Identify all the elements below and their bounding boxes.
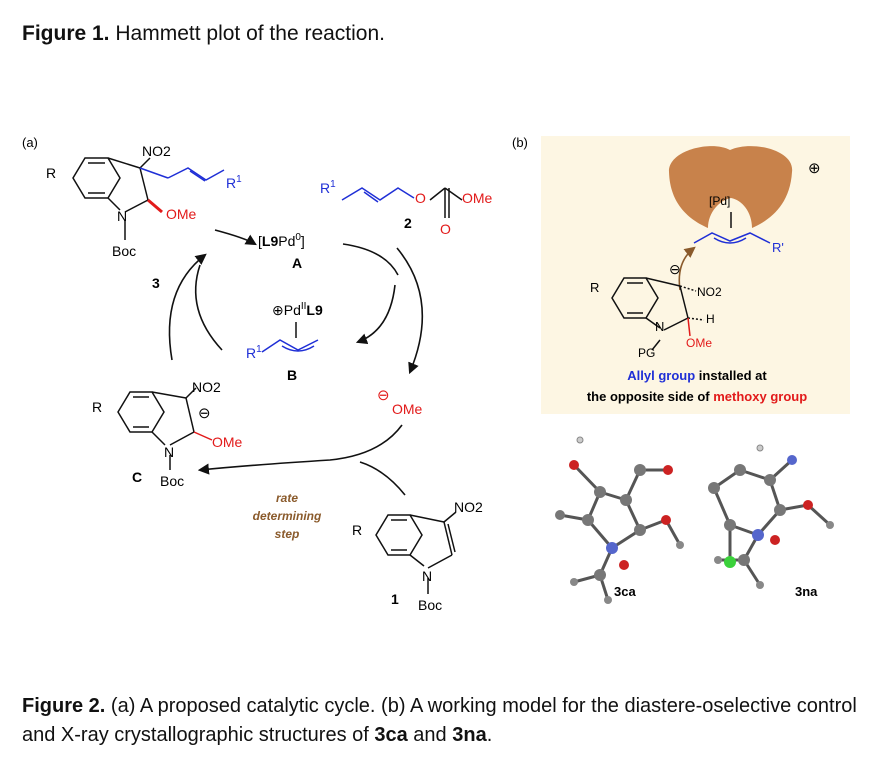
xray-3ca-label: 3ca [614,584,636,599]
panel-b-label: (b) [512,135,528,150]
indole-1-n: N [422,568,432,584]
indole-1-label: 1 [391,591,399,607]
carbonate-2-o: O [415,190,426,206]
product-3-no2: NO2 [142,143,171,159]
model-caption-line-1: Allyl group installed at [627,368,767,383]
indole-1-boc: Boc [418,597,442,613]
product-3-ome: OMe [166,206,197,222]
panel-a-label: (a) [22,135,38,150]
pd-shield-shape [668,146,793,228]
rds-line-1: rate [276,491,298,505]
figure-2-label: Figure 2. [22,695,106,717]
carbonate-2-label: 2 [404,215,412,231]
indole-1-r: R [352,522,362,538]
intermediate-c-no2: NO2 [192,379,221,395]
product-3-r1: R1 [226,174,242,191]
carbonate-2-structure [341,187,463,218]
indole-1-structure [375,511,457,594]
pd-label: [Pd] [709,194,730,208]
intermediate-c-ome: OMe [212,434,243,450]
intermediate-c-r: R [92,399,102,415]
methoxide-text: OMe [392,401,423,417]
catalytic-cycle-arrows [168,229,424,496]
intermediate-b-allyl [261,322,319,353]
product-3-boc: Boc [112,243,136,259]
figure-2-end: . [486,724,493,746]
intermediate-b-label: B [287,367,297,383]
intermediate-b-r1: R1 [246,344,262,361]
model-no2: NO2 [697,285,722,299]
intermediate-b-pd: ⊕PdIIL9 [272,301,323,318]
carbonate-2-o-carbonyl: O [440,221,451,237]
product-3-r: R [46,165,56,181]
xray-structure-3na [708,444,834,589]
pd-charge: ⊕ [808,160,821,177]
xray-3na-label: 3na [795,584,818,599]
model-pg: PG [638,346,655,360]
intermediate-c-boc: Boc [160,473,184,489]
figure-2-text: (a) A proposed catalytic cycle. (b) A wo… [22,695,857,746]
indole-1-no2: NO2 [454,499,483,515]
figure-2-compound-2: 3na [452,724,487,746]
model-h: H [706,312,715,326]
model-r: R [590,280,599,295]
carbonate-2-r1: R1 [320,179,336,196]
catalyst-a-label: A [292,255,302,271]
intermediate-c-label: C [132,469,142,485]
figure-2-and: and [407,724,453,746]
figure-2-caption: Figure 2. (a) A proposed catalytic cycle… [22,692,867,750]
rds-line-2: determining [253,509,322,523]
figure-1-label: Figure 1. [22,22,110,45]
intermediate-c-n: N [164,444,174,460]
product-3-structure [72,157,225,240]
model-anion-charge: ⊖ [669,261,681,277]
xray-structure-3ca [555,436,684,604]
product-3-label: 3 [152,275,160,291]
methoxide-charge: ⊖ [377,387,390,404]
model-n: N [655,319,664,334]
model-ome: OMe [686,336,712,350]
catalyst-a: [L9Pd0] [258,232,305,249]
product-3-n: N [117,208,127,224]
model-caption-line-2: the opposite side of methoxy group [587,389,807,404]
intermediate-c-charge: ⊖ [198,405,211,422]
model-indoline-structure [611,277,705,351]
figure-2-compound-1: 3ca [374,724,408,746]
figure-1-text: Hammett plot of the reaction. [115,22,386,45]
allyl-r-prime: R' [772,240,784,255]
figure-1-caption: Figure 1. Hammett plot of the reaction. [22,22,385,46]
rds-line-3: step [275,527,300,541]
allyl-fragment [693,212,771,244]
carbonate-2-ome: OMe [462,190,493,206]
intermediate-c-structure [117,387,213,470]
